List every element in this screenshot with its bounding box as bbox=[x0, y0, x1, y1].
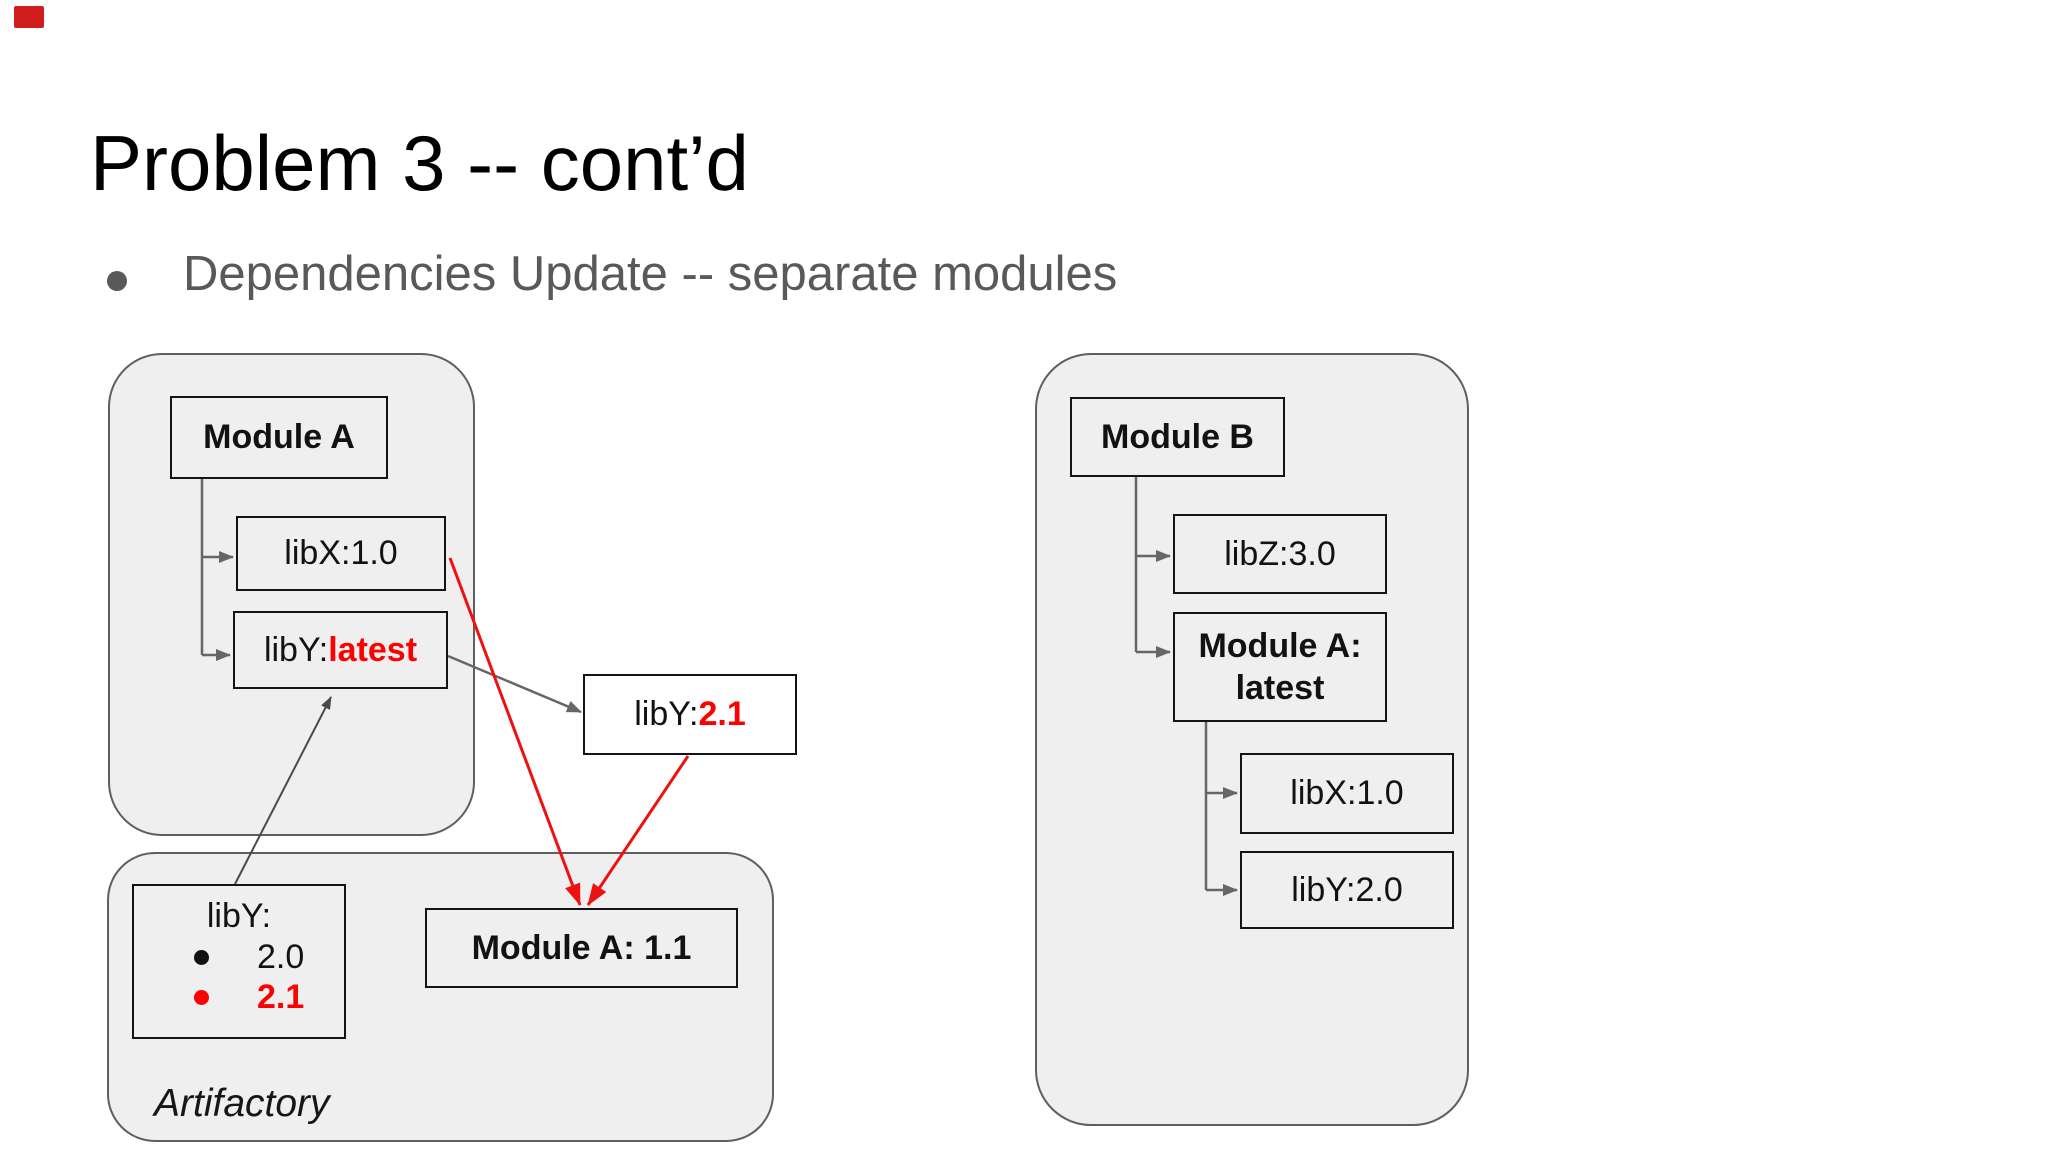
box-libx-a-label: libX:1.0 bbox=[284, 534, 398, 573]
box-module-a-latest-line2: latest bbox=[1235, 669, 1325, 707]
arrow-versions-to-liby-latest bbox=[234, 696, 332, 885]
box-liby-21-prefix: libY: bbox=[634, 695, 699, 734]
box-liby-20-label: libY:2.0 bbox=[1291, 870, 1403, 909]
artifactory-label: Artifactory bbox=[154, 1082, 330, 1125]
box-module-b-label: Module B bbox=[1101, 417, 1254, 456]
version-row-21: 2.1 bbox=[134, 978, 344, 1016]
bullet-dot bbox=[107, 271, 127, 291]
box-libx-a: libX:1.0 bbox=[236, 516, 446, 591]
version-value: 2.0 bbox=[257, 937, 305, 976]
box-liby-latest-prefix: libY: bbox=[263, 630, 329, 669]
liby-versions-title: libY: bbox=[206, 897, 272, 935]
box-liby-21: libY:2.1 bbox=[583, 674, 797, 755]
box-liby-latest-highlight: latest bbox=[328, 630, 418, 669]
box-module-b: Module B bbox=[1070, 397, 1285, 477]
box-module-a-latest: Module A: latest bbox=[1173, 612, 1387, 722]
group-module-b bbox=[1035, 353, 1469, 1126]
arrow-red-liby21-to-module-a-11 bbox=[586, 755, 690, 906]
box-libz: libZ:3.0 bbox=[1173, 514, 1387, 594]
bullet-item: Dependencies Update -- separate modules bbox=[183, 247, 1118, 301]
arrow-liby-latest-to-liby21 bbox=[447, 654, 582, 714]
box-liby-21-highlight: 2.1 bbox=[698, 695, 746, 734]
arrow-red-libx-to-module-a-11 bbox=[448, 557, 582, 906]
box-libz-label: libZ:3.0 bbox=[1224, 534, 1336, 573]
corner-red-marker bbox=[14, 6, 44, 28]
box-module-a-11: Module A: 1.1 bbox=[425, 908, 738, 988]
box-libx-b: libX:1.0 bbox=[1240, 753, 1454, 834]
box-module-a: Module A bbox=[170, 396, 388, 479]
version-bullet-dot bbox=[194, 989, 209, 1005]
box-libx-b-label: libX:1.0 bbox=[1290, 774, 1404, 813]
version-row-20: 2.0 bbox=[134, 938, 344, 976]
box-module-a-label: Module A bbox=[203, 418, 355, 457]
slide-title: Problem 3 -- cont’d bbox=[90, 119, 749, 207]
box-liby-20: libY:2.0 bbox=[1240, 851, 1454, 929]
box-module-a-11-label: Module A: 1.1 bbox=[471, 928, 692, 967]
group-module-a bbox=[108, 353, 475, 836]
version-bullet-dot bbox=[194, 949, 209, 965]
version-value: 2.1 bbox=[257, 977, 305, 1016]
box-liby-versions: libY: 2.0 2.1 bbox=[132, 884, 346, 1039]
box-module-a-latest-line1: Module A: bbox=[1198, 627, 1362, 665]
box-liby-latest: libY:latest bbox=[233, 611, 448, 689]
